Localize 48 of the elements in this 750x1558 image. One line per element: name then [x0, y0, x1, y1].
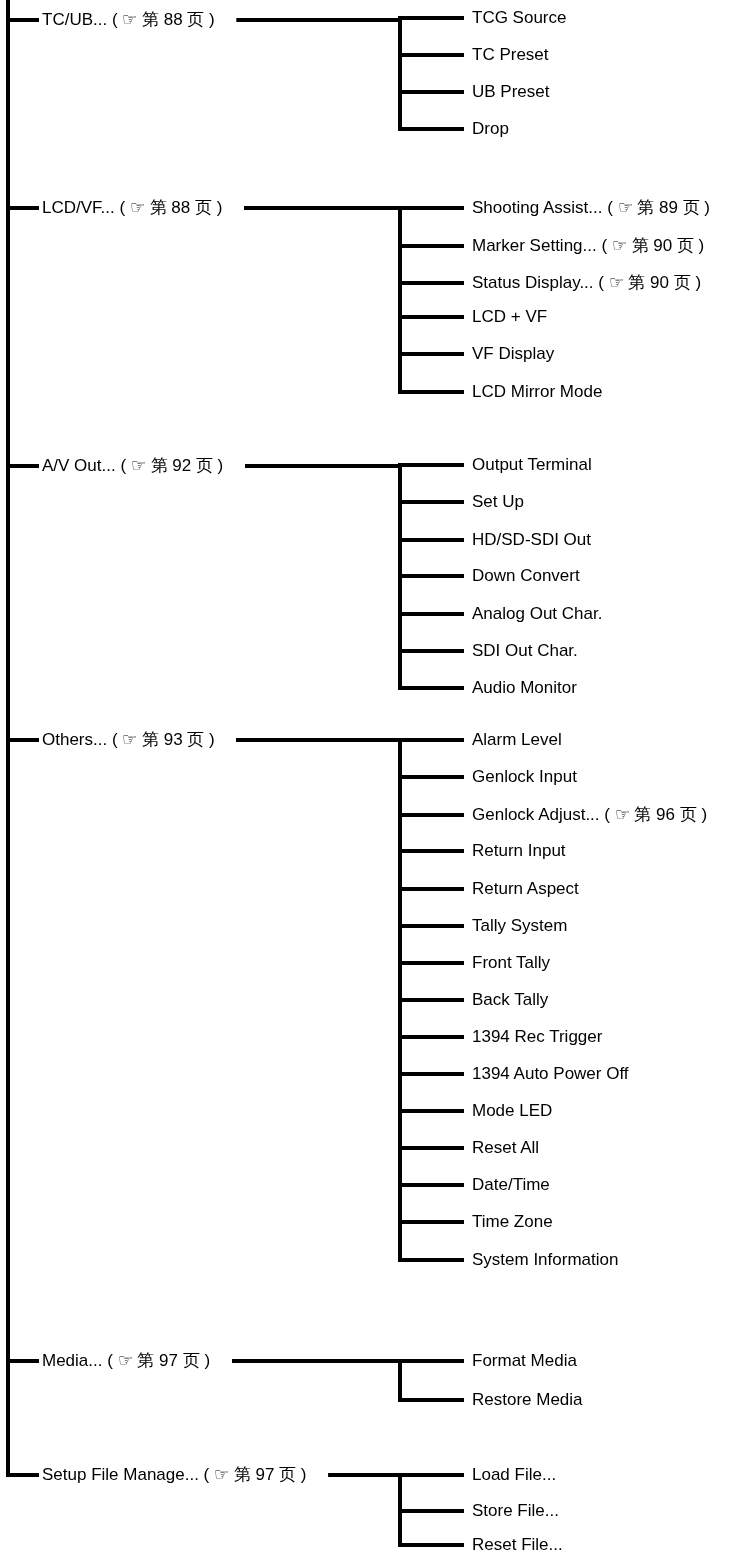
submenu-item: Shooting Assist... ( ☞ 第 89 页 ) — [472, 198, 710, 218]
menu-item: Setup File Manage... ( ☞ 第 97 页 ) — [42, 1465, 307, 1485]
submenu-item: Status Display... ( ☞ 第 90 页 ) — [472, 273, 702, 293]
menu-item: TC/UB... ( ☞ 第 88 页 ) — [42, 10, 215, 30]
submenu-item: HD/SD-SDI Out — [472, 530, 592, 550]
submenu-item: Restore Media — [472, 1390, 583, 1410]
tree-connector — [245, 464, 464, 690]
submenu-item: System Information — [472, 1250, 619, 1270]
submenu-item: Load File... — [472, 1465, 557, 1485]
submenu-item: Time Zone — [472, 1212, 553, 1232]
submenu-item: Reset All — [472, 1138, 540, 1158]
submenu-item: Genlock Adjust... ( ☞ 第 96 页 ) — [472, 805, 708, 825]
submenu-item: TC Preset — [472, 45, 549, 65]
submenu-item: Alarm Level — [472, 730, 562, 750]
submenu-item: Output Terminal — [472, 455, 592, 475]
submenu-item: Format Media — [472, 1351, 577, 1371]
menu-item: A/V Out... ( ☞ 第 92 页 ) — [42, 456, 224, 476]
submenu-item: Audio Monitor — [472, 678, 577, 698]
submenu-item: Back Tally — [472, 990, 549, 1010]
submenu-item: Analog Out Char. — [472, 604, 603, 624]
menu-item: Media... ( ☞ 第 97 页 ) — [42, 1351, 211, 1371]
submenu-item: Tally System — [472, 916, 568, 936]
submenu-item: LCD Mirror Mode — [472, 382, 603, 402]
submenu-item: 1394 Rec Trigger — [472, 1027, 603, 1047]
submenu-item: TCG Source — [472, 8, 567, 28]
submenu-item: UB Preset — [472, 82, 550, 102]
menu-item: Others... ( ☞ 第 93 页 ) — [42, 730, 215, 750]
submenu-item: VF Display — [472, 344, 555, 364]
menu-item: LCD/VF... ( ☞ 第 88 页 ) — [42, 198, 223, 218]
submenu-item: LCD + VF — [472, 307, 548, 327]
submenu-item: Marker Setting... ( ☞ 第 90 页 ) — [472, 236, 705, 256]
submenu-item: Front Tally — [472, 953, 551, 973]
submenu-item: Reset File... — [472, 1535, 563, 1555]
submenu-item: Set Up — [472, 492, 524, 512]
tree-connector — [236, 18, 464, 131]
submenu-item: Store File... — [472, 1501, 559, 1521]
submenu-item: Return Input — [472, 841, 566, 861]
submenu-item: 1394 Auto Power Off — [472, 1064, 629, 1084]
submenu-item: Mode LED — [472, 1101, 553, 1121]
tree-connector — [328, 1473, 464, 1547]
submenu-item: Genlock Input — [472, 767, 577, 787]
tree-connector — [244, 206, 464, 394]
submenu-item: Down Convert — [472, 566, 580, 586]
submenu-item: Return Aspect — [472, 879, 579, 899]
tree-connector — [232, 1359, 464, 1402]
submenu-item: SDI Out Char. — [472, 641, 578, 661]
submenu-item: Drop — [472, 119, 509, 139]
submenu-item: Date/Time — [472, 1175, 550, 1195]
